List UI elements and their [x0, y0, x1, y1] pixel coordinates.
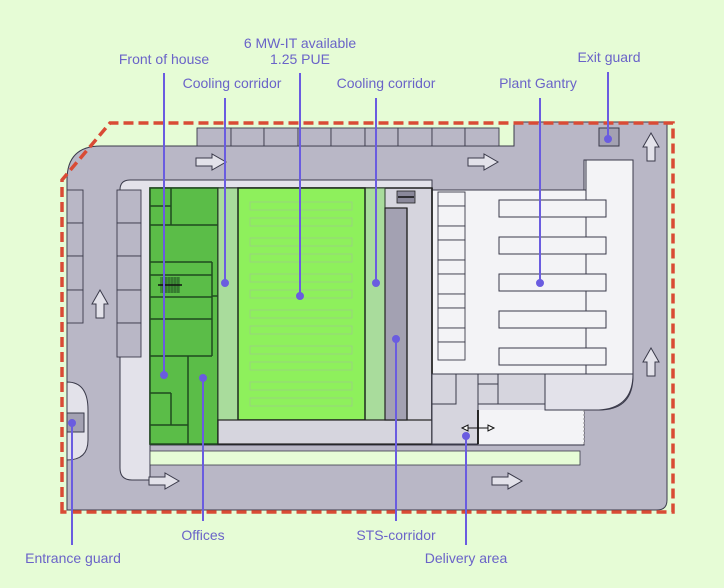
plant-cells	[437, 191, 466, 361]
arrow-right-icon	[491, 472, 524, 490]
landscape-strip	[149, 450, 581, 466]
arrow-up-icon	[642, 131, 660, 162]
label-sts-corridor: STS-corridor	[356, 527, 436, 543]
label-entrance-guard: Entrance guard	[25, 550, 121, 566]
delivery-yard	[478, 410, 584, 444]
label-capacity-line2: 1.25 PUE	[270, 51, 330, 67]
label-front-of-house: Front of house	[118, 51, 210, 67]
delivery-block	[431, 373, 634, 445]
label-cooling-corridor-right: Cooling corridor	[336, 75, 436, 91]
parking-left-outer	[66, 189, 84, 324]
label-capacity-line1: 6 MW-IT available	[243, 35, 357, 51]
site-boundary	[60, 121, 675, 514]
double-arrow-icon	[460, 424, 496, 432]
data-hall	[237, 187, 366, 421]
arrow-right-icon	[148, 472, 181, 490]
stair-icon	[158, 277, 182, 293]
label-cooling-corridor-left: Cooling corridor	[182, 75, 282, 91]
parking-left-inner	[116, 189, 142, 358]
arrow-right-icon	[195, 153, 228, 171]
label-offices: Offices	[181, 527, 225, 543]
parking-top	[196, 127, 500, 147]
arrow-right-icon	[467, 153, 500, 171]
traffic-arrows	[91, 131, 660, 490]
plant-gantry-bars	[498, 199, 607, 366]
label-exit-guard: Exit guard	[577, 49, 641, 65]
arrow-up-icon	[642, 346, 660, 377]
arrow-up-icon	[91, 288, 109, 319]
cooling-corridor-left	[217, 187, 239, 421]
leader-lines	[68, 72, 612, 545]
label-delivery-area: Delivery area	[424, 550, 508, 566]
front-of-house-block	[149, 187, 219, 445]
hall-service-strip	[217, 419, 433, 445]
label-plant-gantry: Plant Gantry	[499, 75, 577, 91]
plant-yard-upper	[585, 159, 634, 375]
